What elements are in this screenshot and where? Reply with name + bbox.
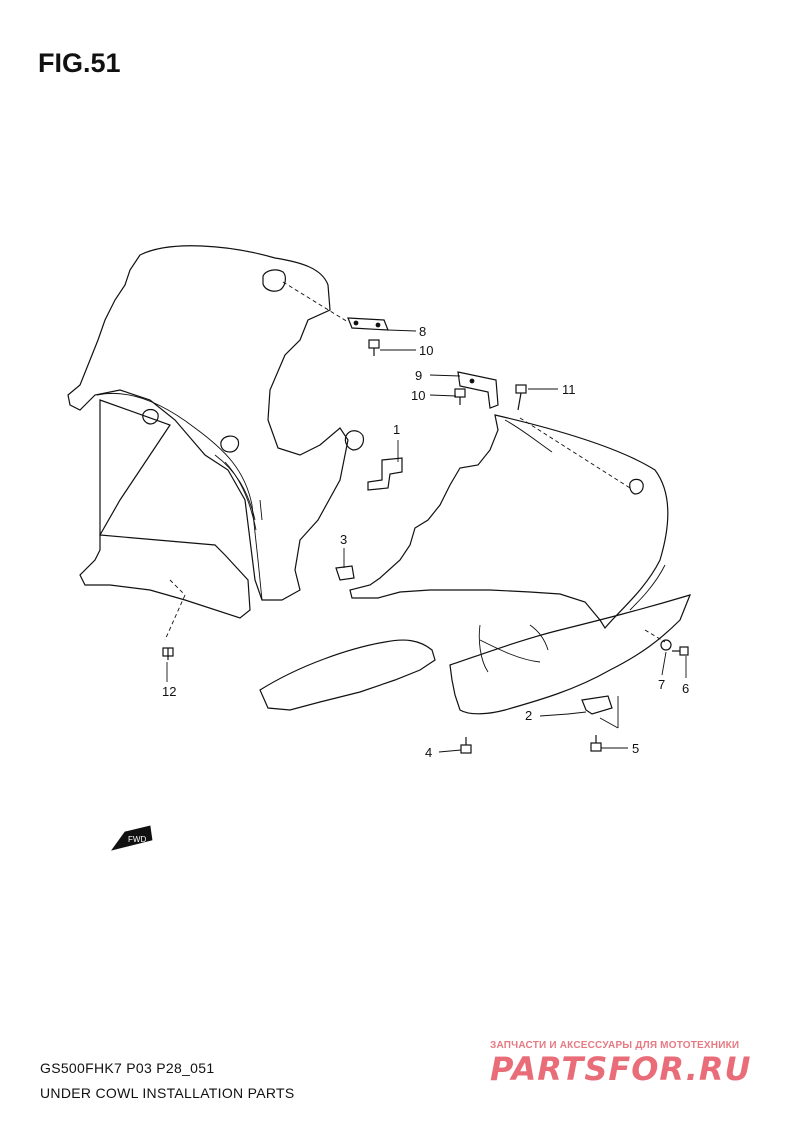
bracket-1 [367,457,403,491]
callout-10-lower: 10 [411,388,425,403]
screw-12 [162,647,174,660]
callout-6: 6 [682,681,689,696]
leader-lines [166,329,687,753]
callout-4: 4 [425,745,432,760]
right-under-cowl [349,414,669,630]
watermark-tagline: ЗАПЧАСТИ И АКСЕССУАРЫ ДЛЯ МОТОТЕХНИКИ [490,1040,740,1051]
bracket-2 [567,695,613,715]
screw-11 [515,384,527,411]
bracket-upper-left [347,317,389,331]
footer-diagram-title: UNDER COWL INSTALLATION PARTS [40,1085,295,1101]
callout-12: 12 [162,684,176,699]
figure-title: FIG.51 [38,48,121,78]
callout-11: 11 [562,382,576,397]
bolt-10-upper [368,339,380,356]
callout-8: 8 [419,324,426,339]
lower-under-cowl [259,594,692,715]
fwd-label: FWD [128,835,146,844]
callout-10-upper: 10 [419,343,433,358]
screw-6 [672,646,689,656]
bolt-10-lower [454,388,466,405]
clip-3 [335,565,355,581]
callout-3: 3 [340,532,347,547]
grommet-7 [660,639,672,651]
watermark-logo: PARTSFOR.RU [490,1050,752,1088]
callout-9: 9 [415,368,422,383]
left-under-cowl [67,245,365,619]
bolt-5 [590,735,602,752]
callout-7: 7 [658,677,665,692]
callout-1: 1 [393,422,400,437]
assembly-lines [164,281,666,643]
callout-5: 5 [632,741,639,756]
bracket-upper-right [457,371,499,409]
fwd-arrow-icon: FWD [111,825,153,851]
bolt-4 [460,737,472,754]
callout-2: 2 [525,708,532,723]
footer-model-code: GS500FHK7 P03 P28_051 [40,1060,215,1076]
